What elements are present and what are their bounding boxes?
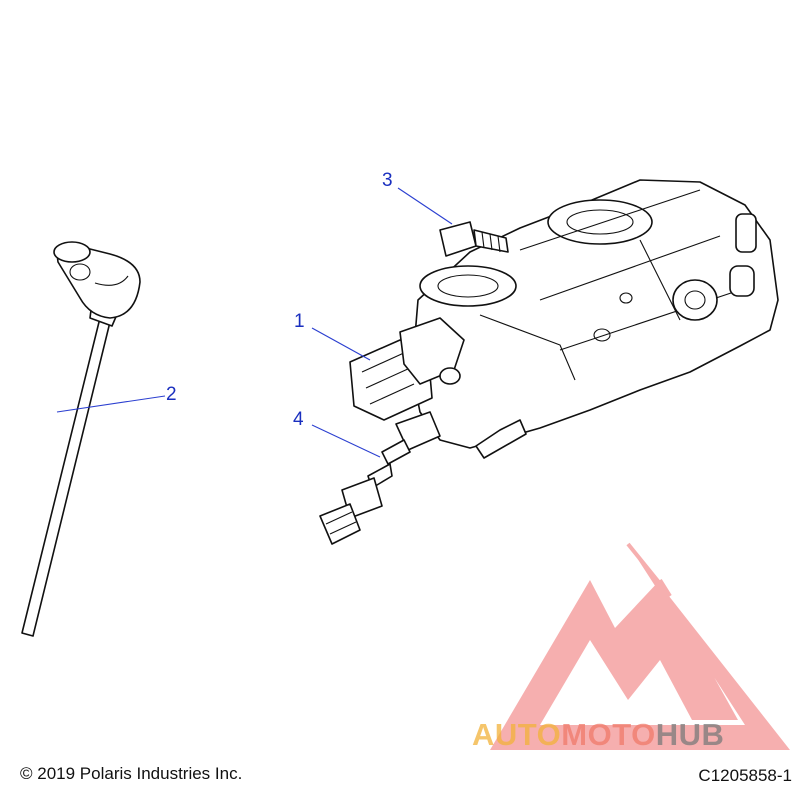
callout-3: 3 bbox=[382, 170, 393, 191]
watermark-logo-icon bbox=[490, 542, 790, 750]
drawing-code: C1205858-1 bbox=[698, 766, 792, 785]
leader-2 bbox=[56, 395, 166, 413]
watermark-auto: AUTO bbox=[472, 717, 562, 752]
leader-1 bbox=[311, 327, 371, 361]
leader-lines bbox=[56, 187, 453, 458]
throttle-body-assembly bbox=[411, 179, 779, 459]
leader-4 bbox=[311, 424, 381, 458]
callout-1: 1 bbox=[294, 311, 305, 332]
watermark-text: AUTOMOTOHUB bbox=[472, 717, 724, 753]
leader-3 bbox=[397, 187, 453, 225]
part-3-temp-sensor bbox=[439, 221, 509, 257]
copyright-notice: © 2019 Polaris Industries Inc. bbox=[20, 764, 243, 783]
callout-2: 2 bbox=[166, 384, 177, 405]
callout-4: 4 bbox=[293, 409, 304, 430]
part-1-map-sensor bbox=[349, 317, 465, 421]
watermark-moto: MOTO bbox=[561, 717, 656, 752]
watermark-hub: HUB bbox=[655, 717, 725, 752]
part-2-rod-sensor bbox=[21, 241, 141, 637]
part-4-harness-connector bbox=[319, 411, 441, 545]
